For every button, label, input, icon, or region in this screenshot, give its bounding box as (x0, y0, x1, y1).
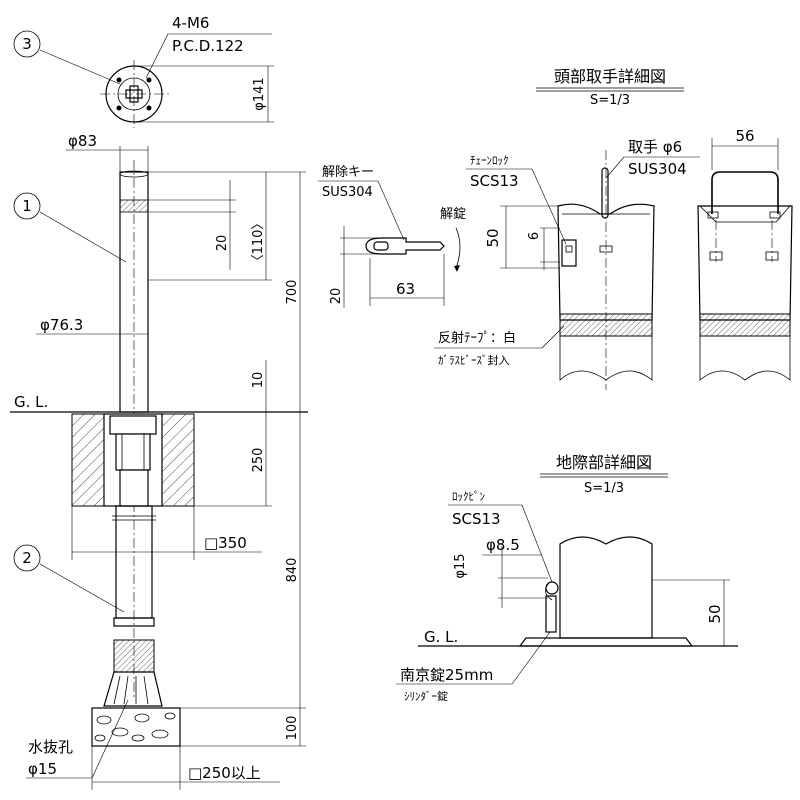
ground-gl-label: G. L. (424, 628, 458, 646)
base-bottom-dim: □250以上 (91, 746, 280, 790)
head-front-dims: 56 (711, 127, 779, 170)
handle-note: 取手 φ6 SUS304 (605, 138, 700, 179)
callout-2: 2 (13, 544, 125, 613)
chain-lock-note: ﾁｪｰﾝﾛｯｸ SCS13 (466, 154, 567, 245)
release-key-label: 解除キー (322, 165, 374, 180)
callout-3-label: 3 (22, 35, 32, 53)
lower-sleeve (103, 505, 163, 707)
concrete-foundation (71, 413, 195, 507)
unlock-label: 解錠 (440, 207, 466, 222)
dim-100-label: 100 (285, 716, 300, 741)
release-key: 解除キー SUS304 20 63 解錠 (318, 165, 466, 308)
lock-pin-mat-label: SCS13 (452, 510, 501, 528)
cylinder-lock-label: ｼﾘﾝﾀﾞｰ錠 (404, 689, 448, 703)
base-size-label: □350 (204, 534, 247, 552)
ground-post-view (418, 536, 738, 647)
drain-dia-label: φ15 (28, 760, 57, 778)
flange-dia-label: φ141 (252, 77, 267, 110)
dim-20-label: 20 (215, 235, 230, 252)
head-scale: S=1/3 (590, 93, 630, 108)
lock-pin-note: ﾛｯｸﾋﾟﾝ SCS13 (448, 490, 553, 583)
ground-dims: φ8.5 φ15 50 G. L. (424, 536, 730, 646)
right-dimensions-upper: 20 〈110〉 700 10 (148, 171, 306, 412)
head-50-label: 50 (484, 228, 502, 247)
ground-50-label: 50 (706, 604, 724, 623)
callout-1-label: 1 (22, 197, 32, 215)
ground-detail-title: 地際部詳細図 S=1/3 (540, 453, 668, 496)
dim-840-label: 840 (285, 558, 300, 583)
pin-15-label: φ15 (453, 553, 468, 578)
head-side-view (557, 150, 655, 390)
dim-250-group: 250 (194, 412, 272, 507)
head-56-label: 56 (735, 127, 754, 145)
head-title: 頭部取手詳細図 (554, 67, 666, 86)
ground-line: G. L. (10, 393, 308, 413)
chain-lock-label: ﾁｪｰﾝﾛｯｸ (470, 154, 509, 167)
ground-title: 地際部詳細図 (556, 453, 652, 472)
head-front-view (697, 171, 793, 381)
pipe-dia-top-label: φ83 (68, 132, 97, 150)
dim-250-label: 250 (251, 448, 266, 473)
key-63-label: 63 (396, 280, 415, 298)
flange-dia-dimension: φ141 (134, 65, 274, 123)
dim-700-label: 700 (285, 280, 300, 305)
drain-hole-label: 水抜孔 (28, 738, 73, 756)
callout-1: 1 (13, 192, 127, 263)
head-6-label: 6 (527, 232, 542, 240)
ground-scale: S=1/3 (584, 481, 624, 496)
release-key-mat-label: SUS304 (322, 185, 373, 200)
handle-label: 取手 φ6 (628, 138, 682, 156)
padlock-note: 南京錠25mm ｼﾘﾝﾀﾞｰ錠 (396, 631, 551, 703)
right-dimensions-lower: 840 100 (180, 412, 306, 747)
drain-hole-note: 水抜孔 φ15 (26, 699, 129, 779)
pcd-label: P.C.D.122 (172, 37, 244, 55)
head-detail-title: 頭部取手詳細図 S=1/3 (536, 67, 684, 108)
bolt-note: 4-M6 P.C.D.122 (145, 14, 272, 79)
padlock-label: 南京錠25mm (400, 666, 493, 684)
ground-label: G. L. (14, 393, 48, 411)
lock-pin-label: ﾛｯｸﾋﾟﾝ (452, 490, 485, 503)
dim-110-label: 〈110〉 (251, 217, 266, 268)
glass-beads-label: ｶﾞﾗｽﾋﾞｰｽﾞ封入 (438, 353, 510, 367)
pipe-mid-dimension: φ76.3 (36, 316, 148, 335)
reflect-tape-label: 反射ﾃｰﾌﾟ：白 (438, 330, 516, 346)
base-size-dim: □350 (71, 506, 262, 560)
key-20-label: 20 (329, 288, 344, 305)
bolt-count-label: 4-M6 (172, 14, 209, 32)
dim-10-label: 10 (251, 372, 266, 389)
callout-2-label: 2 (22, 549, 32, 567)
chain-lock-mat-label: SCS13 (470, 172, 519, 190)
pipe-dia-mid-label: φ76.3 (40, 316, 83, 334)
head-side-dims: 50 6 (484, 205, 560, 270)
pin-dia-label: φ8.5 (486, 536, 520, 554)
base-bottom-label: □250以上 (188, 764, 261, 782)
pipe-top-dimension: φ83 (66, 132, 149, 172)
handle-mat-label: SUS304 (628, 160, 687, 178)
gravel-base (91, 707, 181, 747)
flange-top-view (100, 60, 170, 128)
reflect-tape-note: 反射ﾃｰﾌﾟ：白 ｶﾞﾗｽﾋﾞｰｽﾞ封入 (434, 325, 565, 367)
callout-3: 3 (13, 30, 121, 85)
